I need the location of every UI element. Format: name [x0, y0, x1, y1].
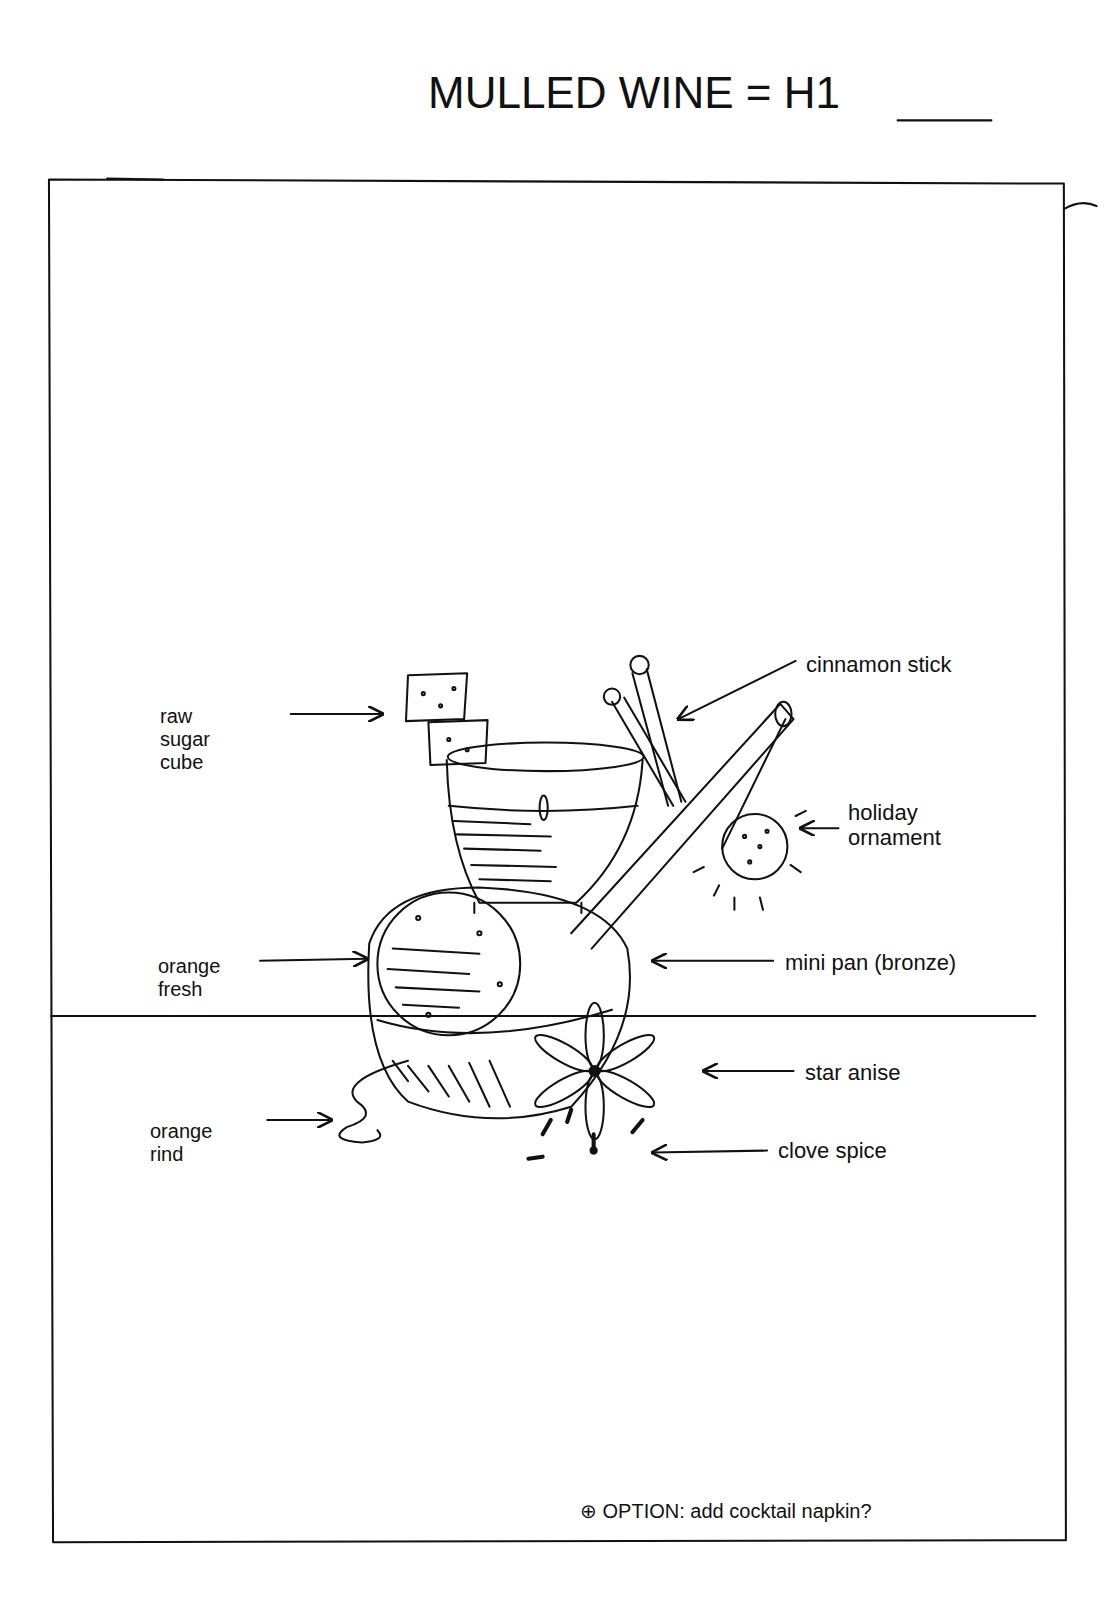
part-label: cinnamon stick — [806, 652, 952, 677]
part-label: star anise — [805, 1060, 900, 1085]
sheet-title: MULLED WINE = H1 — [428, 68, 840, 119]
part-label: orange rind — [150, 1120, 230, 1166]
part-label: clove spice — [778, 1138, 887, 1163]
note-text: ⊕ OPTION: add cocktail napkin? — [580, 1500, 872, 1523]
part-label: mini pan (bronze) — [785, 950, 956, 975]
part-label: orange fresh — [158, 955, 238, 1001]
part-label: raw sugar cube — [160, 705, 230, 774]
part-label: holiday ornament — [848, 800, 958, 851]
